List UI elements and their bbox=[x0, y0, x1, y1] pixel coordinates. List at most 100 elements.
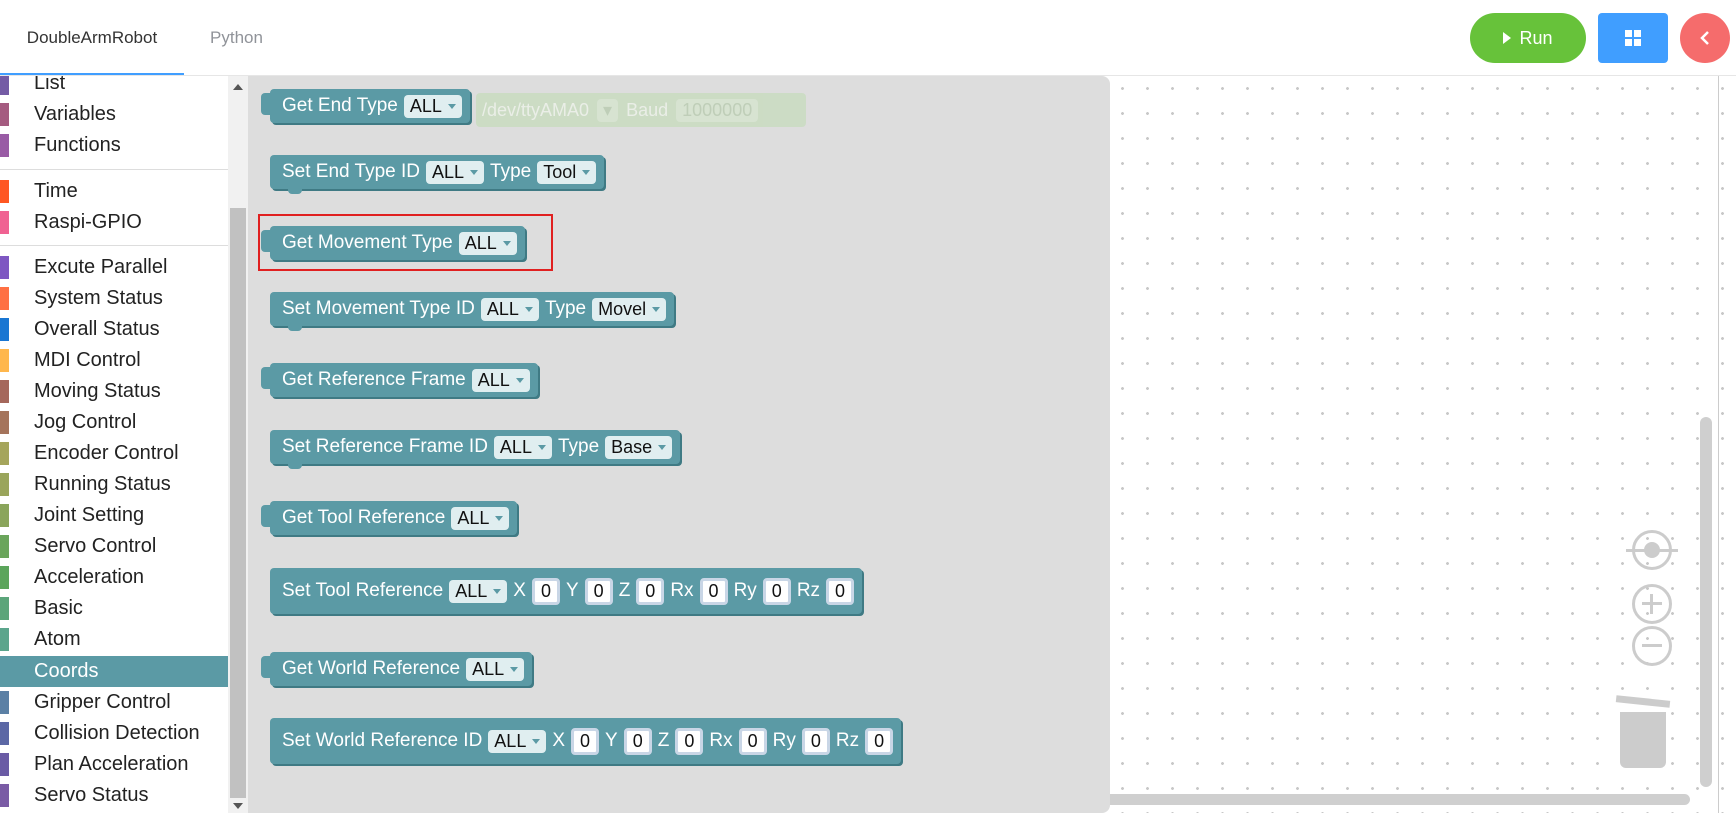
category-label: Time bbox=[34, 180, 78, 202]
y-input[interactable]: 0 bbox=[623, 727, 652, 755]
id-dropdown[interactable]: ALL bbox=[403, 94, 462, 118]
category-jog-control[interactable]: Jog Control bbox=[0, 407, 228, 438]
category-excute-parallel[interactable]: Excute Parallel bbox=[0, 252, 228, 283]
rx-input[interactable]: 0 bbox=[738, 727, 767, 755]
sidebar-scrollbar[interactable] bbox=[228, 76, 248, 813]
category-color-swatch bbox=[0, 784, 9, 807]
block-get-tool-reference[interactable]: Get Tool Reference ALL bbox=[260, 501, 518, 535]
id-dropdown[interactable]: ALL bbox=[488, 729, 547, 753]
category-color-swatch bbox=[0, 753, 9, 776]
category-basic[interactable]: Basic bbox=[0, 593, 228, 624]
category-raspi-gpio[interactable]: Raspi-GPIO bbox=[0, 207, 228, 238]
dropdown-value: Base bbox=[611, 436, 653, 457]
category-list[interactable]: List bbox=[0, 76, 228, 99]
rx-input[interactable]: 0 bbox=[699, 577, 728, 605]
crosshair-icon[interactable] bbox=[1626, 530, 1678, 570]
id-dropdown[interactable]: ALL bbox=[493, 435, 552, 459]
block-label: Set Reference Frame ID bbox=[282, 436, 488, 457]
dropdown-value: ALL bbox=[409, 95, 442, 116]
block-get-world-reference[interactable]: Get World Reference ALL bbox=[260, 652, 533, 686]
category-encoder-control[interactable]: Encoder Control bbox=[0, 438, 228, 469]
category-label: Collision Detection bbox=[34, 722, 200, 744]
x-input[interactable]: 0 bbox=[571, 727, 600, 755]
id-dropdown[interactable]: ALL bbox=[471, 368, 530, 392]
id-dropdown[interactable]: ALL bbox=[480, 297, 539, 321]
category-label: Encoder Control bbox=[34, 442, 179, 464]
block-set-end-type[interactable]: Set End Type ID ALL Type Tool bbox=[270, 155, 605, 194]
workspace-vertical-scrollbar[interactable] bbox=[1700, 417, 1712, 787]
block-label: Set Tool Reference bbox=[282, 580, 444, 601]
category-servo-status[interactable]: Servo Status bbox=[0, 780, 228, 811]
category-atom[interactable]: Atom bbox=[0, 624, 228, 655]
id-dropdown[interactable]: ALL bbox=[451, 506, 510, 530]
type-dropdown[interactable]: Tool bbox=[537, 160, 597, 184]
type-dropdown[interactable]: Base bbox=[605, 435, 673, 459]
id-dropdown[interactable]: ALL bbox=[466, 657, 525, 681]
id-dropdown[interactable]: ALL bbox=[426, 160, 485, 184]
ry-input[interactable]: 0 bbox=[801, 727, 830, 755]
block-set-tool-reference[interactable]: Set Tool Reference ALL X 0 Y 0 Z 0 Rx 0 … bbox=[270, 568, 863, 614]
category-functions[interactable]: Functions bbox=[0, 130, 228, 161]
block-get-end-type[interactable]: Get End Type ALL bbox=[261, 89, 470, 123]
category-overall-status[interactable]: Overall Status bbox=[0, 314, 228, 345]
run-label: Run bbox=[1519, 27, 1553, 48]
category-label: Basic bbox=[34, 597, 83, 619]
category-label: Coords bbox=[34, 660, 99, 682]
block-set-movement-type[interactable]: Set Movement Type ID ALL Type Movel bbox=[270, 292, 675, 331]
category-time[interactable]: Time bbox=[0, 176, 228, 207]
grid-icon bbox=[1625, 30, 1641, 46]
dropdown-value: ALL bbox=[432, 161, 465, 182]
z-input[interactable]: 0 bbox=[636, 577, 665, 605]
zoom-in-icon[interactable] bbox=[1632, 584, 1672, 624]
dropdown-caret-icon bbox=[658, 444, 667, 450]
rz-input[interactable]: 0 bbox=[826, 577, 855, 605]
ry-input[interactable]: 0 bbox=[762, 577, 791, 605]
category-system-status[interactable]: System Status bbox=[0, 283, 228, 314]
category-label: Variables bbox=[34, 103, 116, 125]
category-servo-control[interactable]: Servo Control bbox=[0, 531, 228, 562]
category-acceleration[interactable]: Acceleration bbox=[0, 562, 228, 593]
scroll-down-icon[interactable] bbox=[233, 803, 243, 809]
id-dropdown[interactable]: ALL bbox=[449, 579, 508, 603]
block-get-movement-type[interactable]: Get Movement Type ALL bbox=[261, 226, 525, 260]
tab-doublearmrobot[interactable]: DoubleArmRobot bbox=[0, 0, 184, 75]
ghost-port: /dev/ttyAMA0 bbox=[482, 99, 590, 120]
y-input[interactable]: 0 bbox=[584, 577, 613, 605]
scroll-up-icon[interactable] bbox=[233, 84, 243, 90]
category-running-status[interactable]: Running Status bbox=[0, 469, 228, 500]
category-mdi-control[interactable]: MDI Control bbox=[0, 345, 228, 376]
zoom-out-icon[interactable] bbox=[1632, 626, 1672, 666]
id-dropdown[interactable]: ALL bbox=[458, 231, 517, 255]
block-get-reference-frame[interactable]: Get Reference Frame ALL bbox=[261, 363, 538, 397]
category-gripper-control[interactable]: Gripper Control bbox=[0, 687, 228, 718]
category-plan-acceleration[interactable]: Plan Acceleration bbox=[0, 749, 228, 780]
block-workspace[interactable] bbox=[1110, 76, 1736, 813]
grid-view-button[interactable] bbox=[1598, 13, 1668, 63]
divider bbox=[0, 245, 228, 246]
category-color-swatch bbox=[0, 211, 9, 234]
back-button[interactable] bbox=[1680, 13, 1730, 63]
category-label: Jog Control bbox=[34, 411, 137, 433]
tab-python[interactable]: Python bbox=[210, 28, 263, 47]
run-button[interactable]: Run bbox=[1470, 13, 1586, 63]
block-label: Get World Reference bbox=[282, 658, 461, 679]
block-label: Set Movement Type ID bbox=[282, 298, 475, 319]
block-label: Set World Reference ID bbox=[282, 730, 483, 751]
category-label: Gripper Control bbox=[34, 691, 171, 713]
x-label: X bbox=[552, 730, 566, 751]
sidebar-scroll-thumb[interactable] bbox=[230, 208, 246, 798]
category-joint-setting[interactable]: Joint Setting bbox=[0, 500, 228, 531]
category-collision-detection[interactable]: Collision Detection bbox=[0, 718, 228, 749]
category-moving-status[interactable]: Moving Status bbox=[0, 376, 228, 407]
workspace-horizontal-scrollbar[interactable] bbox=[802, 794, 1690, 805]
category-variables[interactable]: Variables bbox=[0, 99, 228, 130]
x-input[interactable]: 0 bbox=[531, 577, 560, 605]
block-set-reference-frame[interactable]: Set Reference Frame ID ALL Type Base bbox=[270, 430, 681, 469]
rz-input[interactable]: 0 bbox=[865, 727, 894, 755]
category-coords[interactable]: Coords bbox=[0, 656, 228, 687]
trash-icon[interactable] bbox=[1615, 692, 1672, 768]
type-dropdown[interactable]: Movel bbox=[592, 297, 667, 321]
block-set-world-reference[interactable]: Set World Reference ID ALL X 0 Y 0 Z 0 R… bbox=[270, 718, 902, 764]
category-color-swatch bbox=[0, 504, 9, 527]
z-input[interactable]: 0 bbox=[675, 727, 704, 755]
